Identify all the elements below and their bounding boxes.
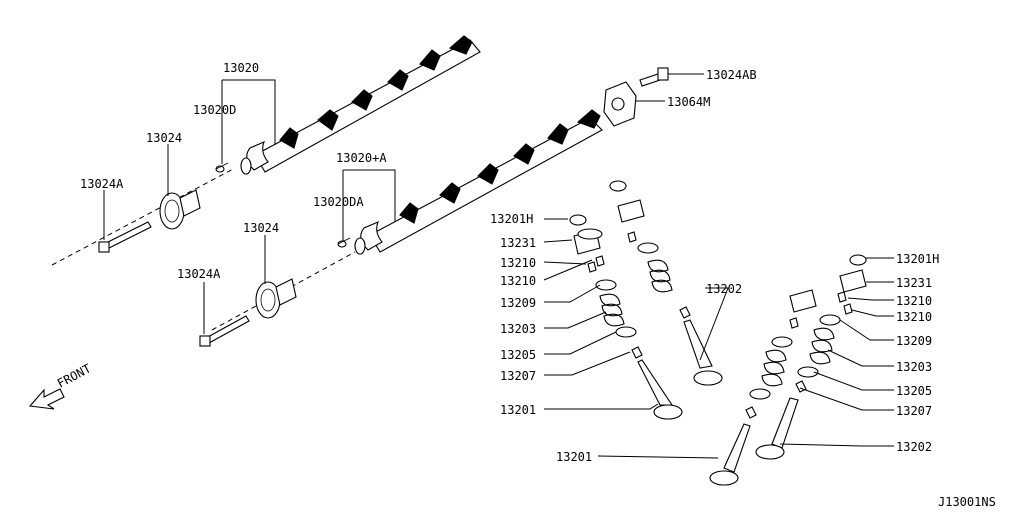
dowel-pin-lower [337,237,351,248]
front-arrow [28,388,65,410]
sprocket-lower [255,278,297,319]
label-13210-left-a: 13210 [500,256,536,270]
label-13203-left: 13203 [500,322,536,336]
camshaft-upper [51,35,481,266]
label-13205-left: 13205 [500,348,536,362]
label-13210-right-a: 13210 [896,294,932,308]
label-13207-left: 13207 [500,369,536,383]
label-13201-bottom: 13201 [556,450,592,464]
label-13203-right: 13203 [896,360,932,374]
valve-stack-center [609,180,723,386]
valve-stack-left [569,214,683,420]
label-13020-plus-A: 13020+A [336,151,387,165]
label-13210-right-b: 13210 [896,310,932,324]
label-13020DA: 13020DA [313,195,364,209]
labels: 13020 13020D 13024 13024A 13020+A 13020D… [55,61,996,509]
label-13024A-lower: 13024A [177,267,221,281]
label-13210-left-b: 13210 [500,274,536,288]
label-13024-lower: 13024 [243,221,279,235]
valve-stack-right [709,254,867,486]
label-13209-left: 13209 [500,296,536,310]
label-13020: 13020 [223,61,259,75]
label-13064M: 13064M [667,95,710,109]
dowel-pin-upper [215,162,229,173]
label-13205-right: 13205 [896,384,932,398]
label-13202-right: 13202 [896,440,932,454]
label-13024-upper: 13024 [146,131,182,145]
sprocket-upper [159,189,201,230]
label-13201-left: 13201 [500,403,536,417]
label-13207-right: 13207 [896,404,932,418]
label-13202-center: 13202 [706,282,742,296]
label-13024A-upper: 13024A [80,177,124,191]
label-13231-left: 13231 [500,236,536,250]
label-13209-right: 13209 [896,334,932,348]
callout-lines [103,73,894,459]
label-13024AB: 13024AB [706,68,757,82]
label-13201H-right: 13201H [896,252,939,266]
label-13231-right: 13231 [896,276,932,290]
label-13020D: 13020D [193,103,236,117]
front-label: FRONT [55,361,93,390]
bolt-lower [199,315,250,347]
bolt-sensor [639,67,669,87]
diagram-code: J13001NS [938,495,996,509]
camshaft-lower [211,109,603,331]
bolt-upper [98,221,152,253]
label-13201H-left: 13201H [490,212,533,226]
sensor-plate [603,81,637,127]
